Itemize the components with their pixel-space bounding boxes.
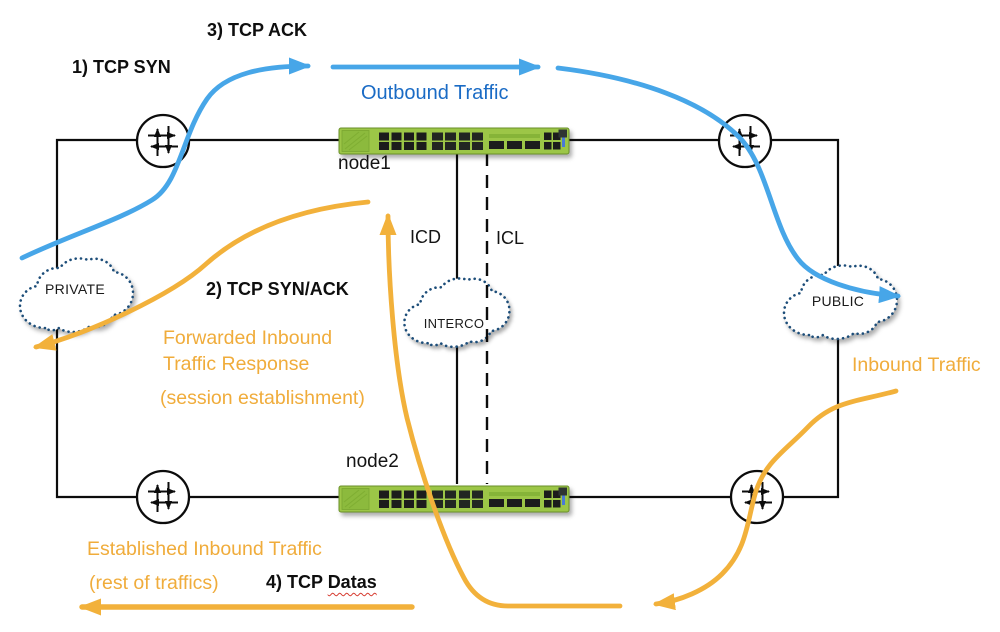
switch-icon-node2 xyxy=(339,486,569,512)
inbound-path-public-to-node2 xyxy=(653,388,899,611)
established-inbound-label: Established Inbound Traffic xyxy=(87,538,322,560)
router-icon-bottom-left xyxy=(137,471,189,523)
session-establishment-label: (session establishment) xyxy=(160,387,365,409)
node1-label: node1 xyxy=(338,153,391,174)
public-cloud-label: PUBLIC xyxy=(811,293,865,309)
forwarded-inbound-label-line1: Forwarded Inbound xyxy=(163,327,333,349)
interco-cloud-label: INTERCO xyxy=(423,316,485,331)
forwarded-inbound-label-line2: Traffic Response xyxy=(163,353,310,375)
inbound-path-node1-to-private xyxy=(33,199,371,351)
tcp-datas-prefix: 4) TCP xyxy=(266,572,328,592)
tcp-datas-label: 4) TCP Datas xyxy=(266,572,377,593)
tcp-syn-label: 1) TCP SYN xyxy=(72,57,171,77)
tcp-ack-label: 3) TCP ACK xyxy=(207,20,308,40)
node2-label: node2 xyxy=(346,451,399,472)
private-cloud-label: PRIVATE xyxy=(45,281,105,297)
outbound-traffic-label: Outbound Traffic xyxy=(361,82,509,104)
router-icon-bottom-right xyxy=(731,471,783,523)
network-border xyxy=(55,138,840,499)
tcp-datas-misspelled-word: Datas xyxy=(327,572,377,592)
outbound-path-private-to-node1 xyxy=(19,57,311,261)
tcp-synack-label: 2) TCP SYN/ACK xyxy=(206,279,349,299)
outbound-path-node1-to-public xyxy=(555,65,901,304)
rest-of-traffics-label: (rest of traffics) xyxy=(89,572,219,594)
switch-icon-node1 xyxy=(339,128,569,154)
interco-cloud-icon xyxy=(403,277,511,349)
inbound-path-node2-to-node1 xyxy=(379,213,623,609)
icl-label: ICL xyxy=(496,228,525,248)
icd-label: ICD xyxy=(410,227,441,247)
inbound-traffic-label: Inbound Traffic xyxy=(852,354,981,376)
